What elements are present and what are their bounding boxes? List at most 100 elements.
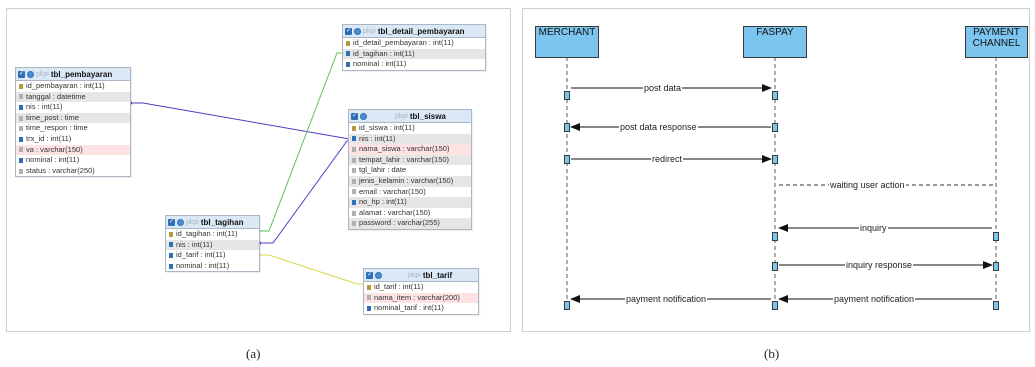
index-icon	[19, 104, 23, 110]
message-label: inquiry	[859, 223, 888, 233]
activation-box	[772, 91, 778, 100]
activation-box	[564, 301, 570, 310]
field-row[interactable]: time_post : time	[16, 112, 130, 124]
field-label: id_pembayaran : int(11)	[26, 81, 105, 90]
index-icon	[169, 242, 173, 248]
checkbox-icon[interactable]: ✓	[168, 218, 175, 226]
field-row[interactable]: alamat : varchar(150)	[349, 208, 471, 219]
caption-a: (a)	[246, 346, 261, 361]
field-row[interactable]: id_siswa : int(11)	[349, 123, 471, 134]
column-icon	[19, 168, 23, 174]
table-name: tbl_tarif	[422, 270, 453, 280]
field-row[interactable]: email : varchar(150)	[349, 187, 471, 198]
field-row[interactable]: tgl_lahir : date	[349, 165, 471, 176]
column-icon	[352, 168, 356, 174]
field-row[interactable]: id_tagihan : int(11)	[166, 229, 259, 240]
field-label: nominal_tarif : int(11)	[374, 303, 444, 313]
field-row[interactable]: nominal_tarif : int(11)	[364, 303, 478, 314]
field-row[interactable]: nis : int(11)	[166, 239, 259, 251]
field-label: tgl_lahir : date	[359, 165, 407, 175]
column-icon	[19, 126, 23, 132]
schema-prefix: pkpi	[395, 112, 408, 120]
field-list: id_tarif : int(11)nama_item : varchar(20…	[364, 282, 478, 314]
checkbox-icon[interactable]: ✓	[345, 27, 352, 35]
field-row[interactable]: id_detail_pembayaran : int(11)	[343, 38, 485, 49]
field-row[interactable]: nis : int(11)	[16, 102, 130, 113]
field-label: id_detail_pembayaran : int(11)	[353, 38, 454, 47]
field-row[interactable]: tempat_lahir : varchar(150)	[349, 154, 471, 166]
checkbox-icon[interactable]: ✓	[351, 112, 358, 120]
schema-prefix: pkpi	[363, 27, 376, 35]
field-row[interactable]: nominal : int(11)	[343, 59, 485, 70]
field-label: no_hp : int(11)	[359, 197, 407, 207]
activation-box	[772, 262, 778, 271]
field-row[interactable]: nominal : int(11)	[166, 261, 259, 272]
field-row[interactable]: va : varchar(150)	[16, 144, 130, 156]
checkbox-icon[interactable]: ✓	[18, 70, 25, 78]
relation-tagihan-tarif	[259, 254, 363, 285]
activation-box	[564, 155, 570, 164]
field-label: trx_id : int(11)	[26, 133, 72, 143]
field-label: nominal : int(11)	[26, 155, 80, 165]
activation-box	[564, 123, 570, 132]
checkbox-icon[interactable]: ✓	[366, 271, 373, 279]
actor-merchant: MERCHANT	[535, 26, 599, 58]
field-label: nis : int(11)	[359, 133, 396, 143]
column-icon	[352, 210, 356, 216]
caption-b: (b)	[764, 346, 780, 361]
field-row[interactable]: password : varchar(255)	[349, 218, 471, 229]
message-label: payment notification	[625, 294, 708, 304]
field-row[interactable]: id_tarif : int(11)	[364, 282, 478, 293]
field-label: nis : int(11)	[26, 102, 63, 112]
activation-box	[993, 232, 999, 241]
field-row[interactable]: status : varchar(250)	[16, 166, 130, 177]
relation-pembayaran-siswa	[130, 102, 362, 142]
index-icon	[352, 136, 356, 142]
field-label: id_tarif : int(11)	[374, 282, 424, 291]
field-row[interactable]: jenis_kelamin : varchar(150)	[349, 175, 471, 187]
field-row[interactable]: trx_id : int(11)	[16, 134, 130, 145]
field-label: nominal : int(11)	[353, 59, 407, 69]
gear-icon	[27, 70, 34, 78]
message-label: inquiry response	[845, 260, 914, 270]
field-row[interactable]: nominal : int(11)	[16, 155, 130, 166]
field-row[interactable]: id_pembayaran : int(11)	[16, 81, 130, 92]
field-row[interactable]: time_respon : time	[16, 123, 130, 134]
sequence-diagram-panel: MERCHANT FASPAY PAYMENT CHANNEL post dat…	[522, 8, 1030, 332]
column-icon	[19, 147, 23, 153]
field-row[interactable]: id_tagihan : int(11)	[343, 48, 485, 60]
field-label: nama_siswa : varchar(150)	[359, 144, 450, 154]
field-list: id_detail_pembayaran : int(11)id_tagihan…	[343, 38, 485, 70]
activation-box	[772, 301, 778, 310]
actor-faspay: FASPAY	[743, 26, 807, 58]
field-row[interactable]: nama_siswa : varchar(150)	[349, 144, 471, 155]
index-icon	[346, 61, 350, 67]
activation-box	[564, 91, 570, 100]
field-row[interactable]: nama_item : varchar(200)	[364, 292, 478, 304]
field-label: tanggal : datetime	[26, 91, 86, 101]
message-label: post data	[643, 83, 683, 93]
index-icon	[19, 157, 23, 163]
table-name: tbl_detail_pembayaran	[377, 26, 465, 36]
index-icon	[352, 199, 356, 205]
field-label: id_tarif : int(11)	[176, 250, 226, 260]
relation-tagihan-detail	[259, 52, 349, 232]
field-row[interactable]: id_tarif : int(11)	[166, 250, 259, 261]
column-icon	[352, 157, 356, 163]
gear-icon	[177, 218, 184, 226]
field-row[interactable]: nis : int(11)	[349, 133, 471, 145]
activation-box	[993, 262, 999, 271]
actor-label: MERCHANT	[538, 27, 596, 38]
primary-key-icon	[19, 83, 23, 89]
schema-prefix: pkpi	[36, 70, 49, 78]
field-row[interactable]: tanggal : datetime	[16, 91, 130, 103]
field-row[interactable]: no_hp : int(11)	[349, 197, 471, 208]
